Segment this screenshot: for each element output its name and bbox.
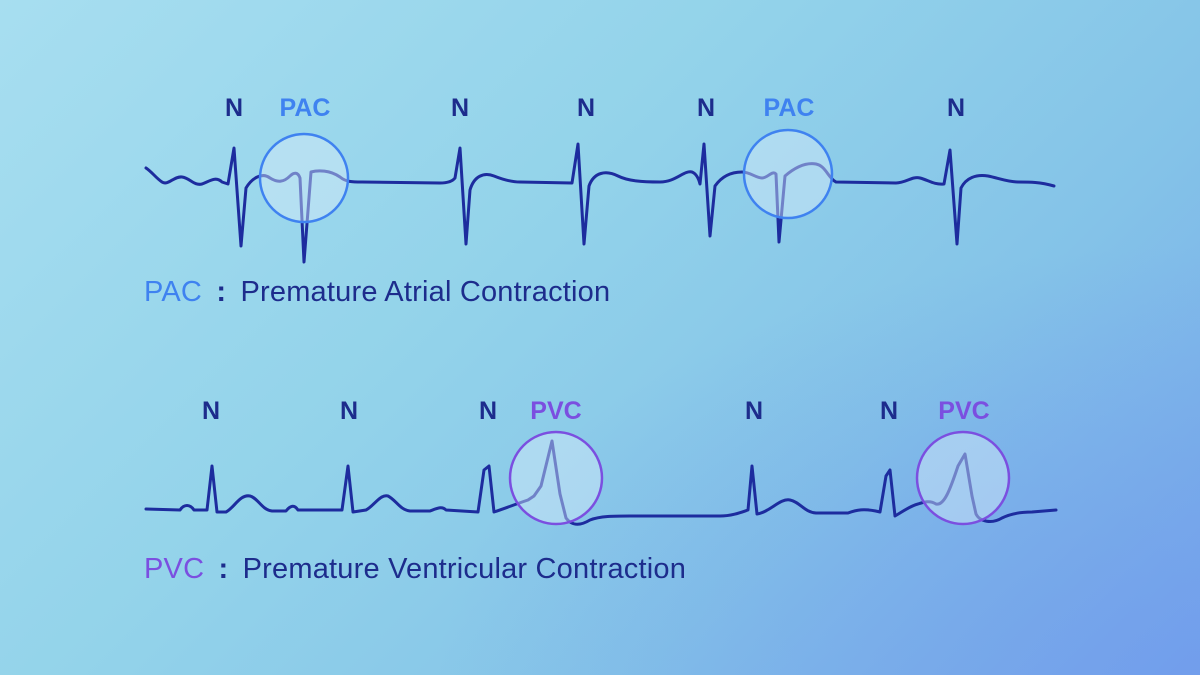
pvc-row-beat-label-6: N (880, 397, 898, 425)
pac-highlight-1 (258, 132, 350, 224)
pvc-legend-description: Premature Ventricular Contraction (242, 553, 687, 585)
pac-row-beat-label-1: N (225, 94, 243, 122)
pac-row-beat-label-6: PAC (764, 94, 815, 122)
pac-row-beat-label-3: N (451, 94, 469, 122)
pac-legend-description: Premature Atrial Contraction (240, 276, 611, 308)
pvc-legend-abbr: PVC (144, 553, 205, 585)
pac-highlight-2 (742, 128, 834, 220)
pvc-ecg-trace (144, 439, 1058, 526)
pac-legend-abbr: PAC (144, 276, 203, 308)
pvc-row-beat-label-7: PVC (938, 397, 989, 425)
pvc-highlight-2 (915, 430, 1011, 526)
pac-row-beat-label-5: N (697, 94, 715, 122)
pac-ecg-trace (144, 142, 1056, 264)
pvc-row-beat-label-1: N (202, 397, 220, 425)
pac-row-beat-label-2: PAC (280, 94, 331, 122)
pvc-legend: PVC : Premature Ventricular Contraction (144, 553, 686, 586)
pvc-row-beat-label-3: N (479, 397, 497, 425)
pvc-row-beat-label-4: PVC (530, 397, 581, 425)
pvc-row-beat-label-5: N (745, 397, 763, 425)
pvc-row: N N N PVC N N PVC (144, 397, 1058, 526)
pac-legend-separator: : (216, 276, 227, 308)
pac-row-beat-label-4: N (577, 94, 595, 122)
pvc-highlight-1 (508, 430, 604, 526)
pac-legend: PAC : Premature Atrial Contraction (144, 276, 610, 309)
pac-row: N PAC N N N PAC N (144, 94, 1056, 264)
pvc-legend-separator: : (218, 553, 229, 585)
pac-row-beat-label-7: N (947, 94, 965, 122)
pvc-row-beat-label-2: N (340, 397, 358, 425)
